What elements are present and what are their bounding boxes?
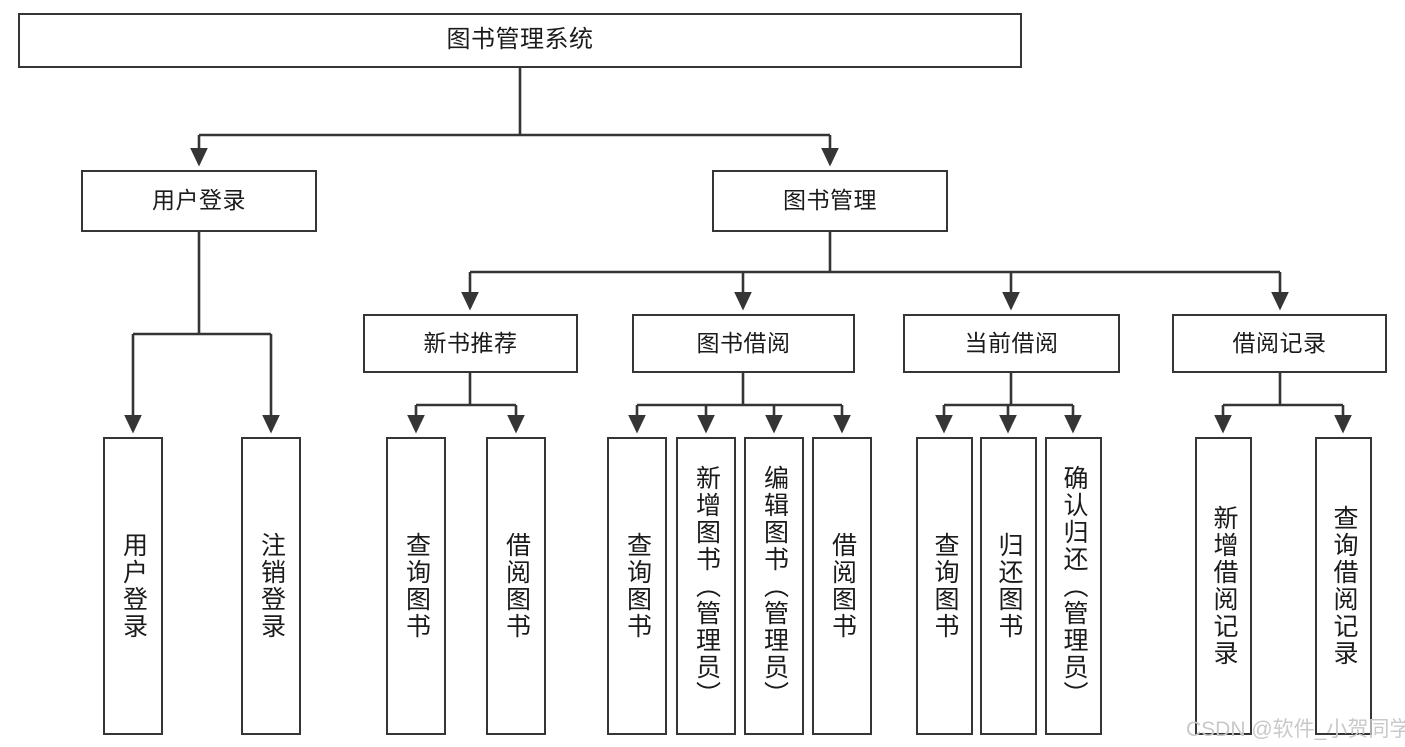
leaf-user-login-label: 用户登录 — [119, 532, 148, 640]
leaf-borrow-query-book-label: 查询图书 — [623, 532, 652, 640]
leaf-edit-book-admin[interactable]: 编辑图书（管理员） — [744, 437, 804, 735]
leaf-add-book-admin[interactable]: 新增图书（管理员） — [676, 437, 736, 735]
leaf-borrow-borrow-book-label: 借阅图书 — [828, 532, 857, 640]
watermark: CSDN @软件_小贺同学 — [1186, 718, 1405, 741]
leaf-current-query-book-label: 查询图书 — [931, 532, 959, 640]
leaf-confirm-return-admin-label: 确认归还（管理员） — [1060, 464, 1088, 708]
leaf-query-borrow-record-label: 查询借阅记录 — [1330, 505, 1358, 667]
leaf-borrow-query-book[interactable]: 查询图书 — [607, 437, 667, 735]
leaf-recommend-borrow-book-label: 借阅图书 — [502, 532, 531, 640]
node-new-book-recommend-label: 新书推荐 — [423, 329, 518, 356]
node-user-login[interactable]: 用户登录 — [81, 170, 317, 232]
leaf-confirm-return-admin[interactable]: 确认归还（管理员） — [1045, 437, 1102, 735]
leaf-query-borrow-record[interactable]: 查询借阅记录 — [1315, 437, 1372, 735]
node-borrow-record-label: 借阅记录 — [1232, 329, 1327, 356]
leaf-user-login[interactable]: 用户登录 — [103, 437, 163, 735]
leaf-recommend-query-book[interactable]: 查询图书 — [386, 437, 446, 735]
node-new-book-recommend[interactable]: 新书推荐 — [363, 314, 578, 373]
node-current-borrow[interactable]: 当前借阅 — [903, 314, 1120, 373]
node-root-label: 图书管理系统 — [446, 26, 594, 54]
node-book-management[interactable]: 图书管理 — [712, 170, 948, 232]
node-user-login-label: 用户登录 — [152, 187, 246, 214]
leaf-edit-book-admin-label: 编辑图书（管理员） — [760, 464, 789, 708]
node-book-borrow[interactable]: 图书借阅 — [632, 314, 855, 373]
leaf-recommend-query-book-label: 查询图书 — [402, 532, 431, 640]
node-root[interactable]: 图书管理系统 — [18, 13, 1022, 68]
leaf-current-query-book[interactable]: 查询图书 — [916, 437, 973, 735]
leaf-return-book-label: 归还图书 — [995, 532, 1023, 640]
leaf-recommend-borrow-book[interactable]: 借阅图书 — [486, 437, 546, 735]
node-book-management-label: 图书管理 — [783, 187, 877, 214]
leaf-return-book[interactable]: 归还图书 — [980, 437, 1037, 735]
leaf-borrow-borrow-book[interactable]: 借阅图书 — [812, 437, 872, 735]
leaf-add-book-admin-label: 新增图书（管理员） — [692, 464, 721, 708]
leaf-logout[interactable]: 注销登录 — [241, 437, 301, 735]
leaf-add-borrow-record-label: 新增借阅记录 — [1210, 505, 1238, 667]
leaf-add-borrow-record[interactable]: 新增借阅记录 — [1195, 437, 1252, 735]
node-current-borrow-label: 当前借阅 — [964, 329, 1059, 356]
node-book-borrow-label: 图书借阅 — [696, 329, 791, 356]
node-borrow-record[interactable]: 借阅记录 — [1172, 314, 1387, 373]
leaf-logout-label: 注销登录 — [257, 532, 286, 640]
